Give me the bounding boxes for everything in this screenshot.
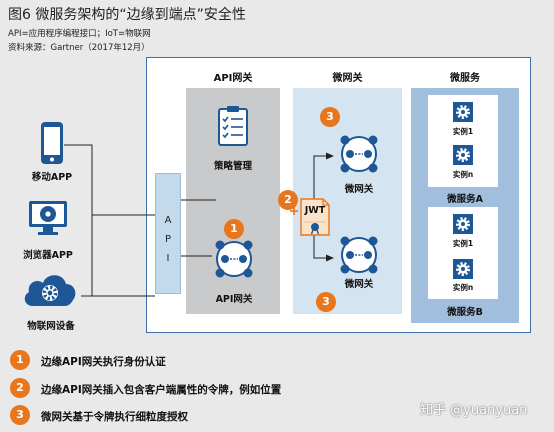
api-gateway-node-label: API网关 [215, 294, 253, 305]
microservice-a-label: 微服务A [447, 194, 483, 205]
legend-badge-3: 3 [10, 405, 30, 425]
client-label-browser: 浏览器APP [23, 250, 73, 261]
abbreviation-note: API=应用程序编程接口；IoT=物联网 [8, 29, 151, 39]
legend-text-3: 微网关基于令牌执行细粒度授权 [41, 411, 188, 423]
micro-gateway-heading: 微网关 [332, 73, 363, 84]
api-letter-i: I [166, 253, 170, 264]
monitor-gear-icon [27, 198, 69, 238]
watermark: 知乎 @yuanyuan [420, 403, 528, 418]
mobile-phone-icon [36, 120, 68, 168]
clipboard-checklist-icon [215, 104, 251, 148]
gear-icon [453, 102, 473, 122]
api-gateway-heading: API网关 [213, 73, 253, 84]
gateway-hub-icon [336, 131, 382, 177]
microservices-heading: 微服务 [450, 73, 480, 84]
client-label-iot: 物联网设备 [27, 321, 75, 332]
step-badge-1: 1 [224, 219, 244, 239]
figure-title: 图6 微服务架构的“边缘到端点”安全性 [8, 7, 246, 23]
policy-management-label: 策略管理 [213, 161, 252, 172]
gear-icon [453, 214, 473, 234]
micro-gateway-label-bottom: 微网关 [344, 279, 374, 290]
gear-icon [453, 145, 473, 165]
jwt-label: JWT [304, 205, 326, 216]
source-note: 资料来源：Gartner（2017年12月） [8, 43, 150, 53]
api-endpoint-bar [155, 173, 181, 294]
micro-gateway-label-top: 微网关 [344, 184, 374, 195]
legend-badge-2: 2 [10, 378, 30, 398]
instance-an-label: 实例n [452, 170, 474, 179]
api-bar-letters: A P I [155, 214, 181, 265]
cloud-gear-icon [21, 270, 79, 310]
gear-icon [453, 259, 473, 279]
step-badge-3-bottom: 3 [316, 292, 336, 312]
gateway-hub-icon [211, 236, 257, 282]
legend-text-2: 边缘API网关插入包含客户端属性的令牌，例如位置 [41, 384, 282, 396]
instance-bn-label: 实例n [452, 283, 474, 292]
instance-b1-label: 实例1 [452, 239, 474, 248]
step-badge-2: 2 [278, 190, 298, 210]
gateway-hub-icon [336, 232, 382, 278]
microservice-b-label: 微服务B [447, 307, 483, 318]
token-certificate-icon [300, 198, 330, 236]
client-label-mobile: 移动APP [31, 172, 73, 183]
step-badge-3-top: 3 [320, 107, 340, 127]
legend-text-1: 边缘API网关执行身份认证 [41, 356, 166, 368]
instance-a1-label: 实例1 [452, 127, 474, 136]
api-letter-p: P [164, 234, 172, 245]
legend-badge-1: 1 [10, 350, 30, 370]
api-letter-a: A [164, 215, 172, 226]
